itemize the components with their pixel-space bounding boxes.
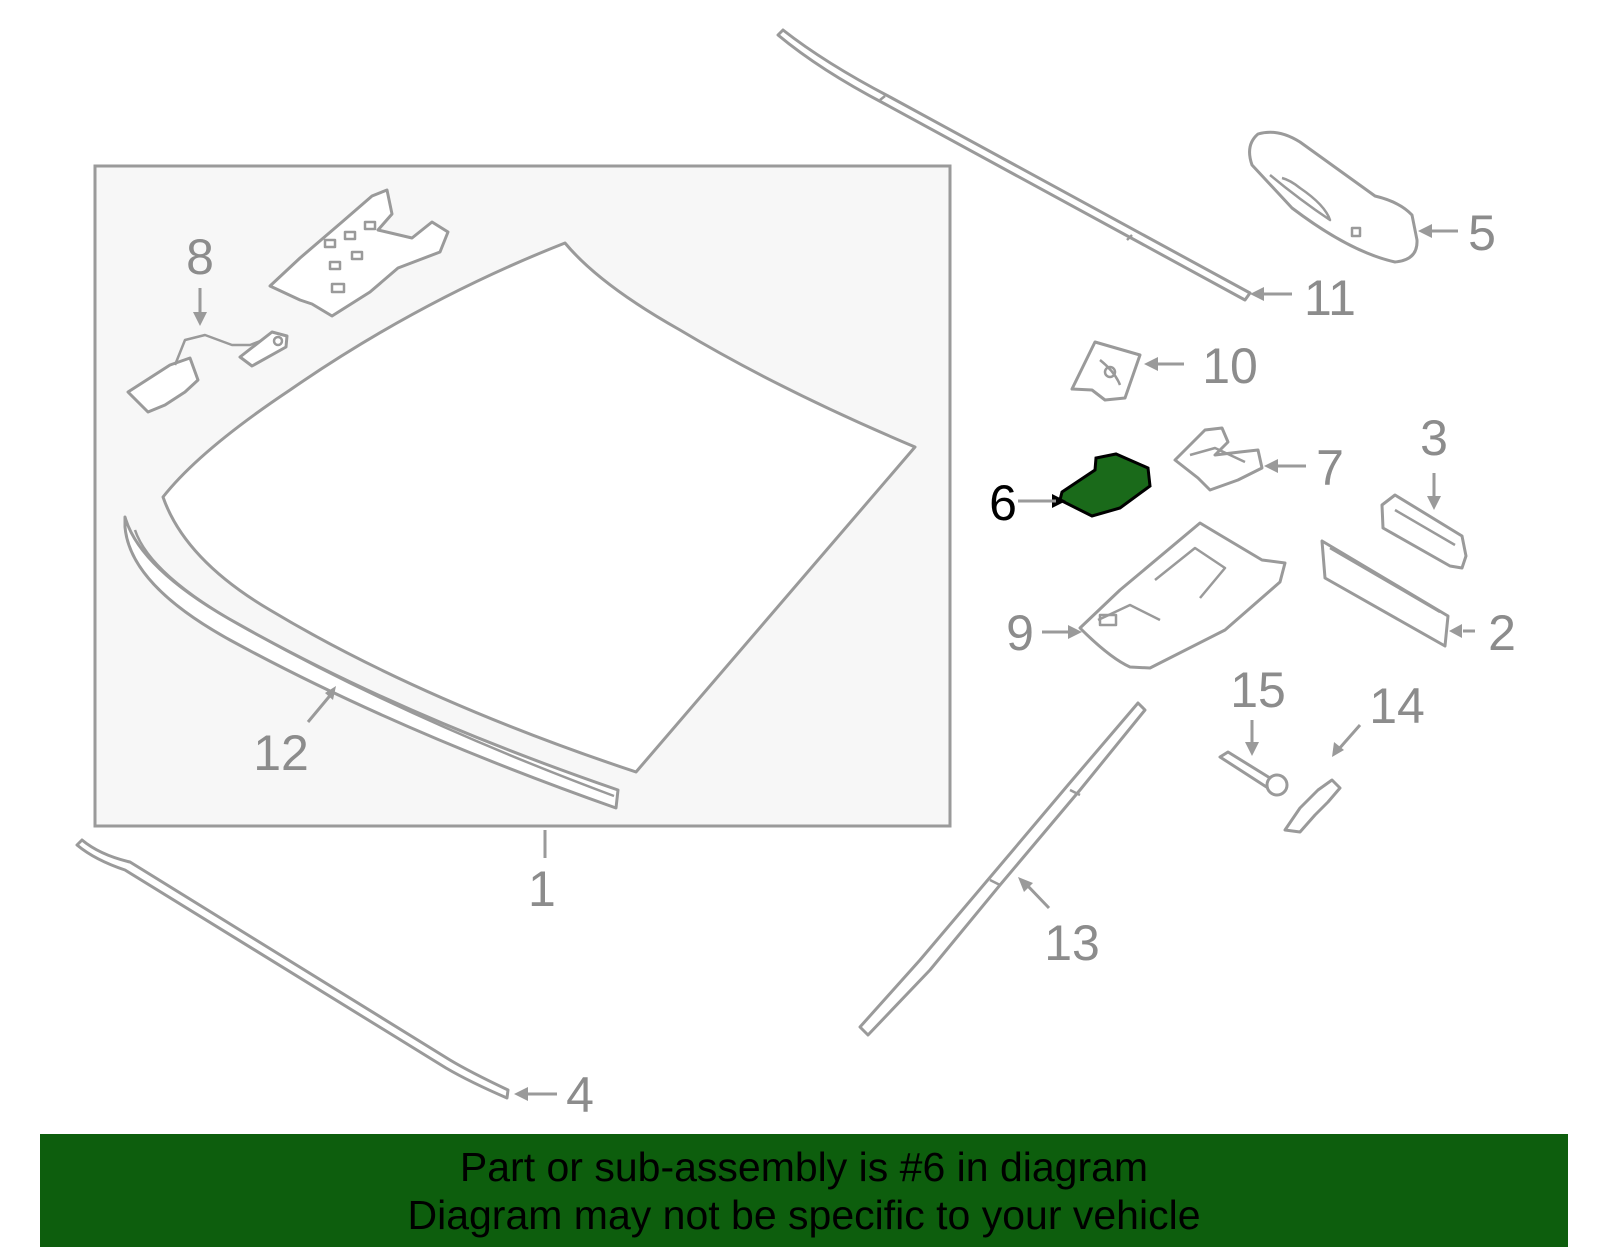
sensor-bracket-upper[interactable] (268, 188, 450, 318)
trim-strip[interactable] (1320, 539, 1450, 648)
windshield-glass[interactable] (161, 241, 917, 774)
cowl-weatherstrip[interactable] (75, 838, 510, 1100)
callout-10: 10 (1202, 338, 1258, 394)
rearview-mirror[interactable] (1248, 130, 1419, 264)
pillar-molding[interactable] (858, 701, 1147, 1037)
callout-8: 8 (186, 229, 214, 285)
retainer-clip[interactable] (1283, 778, 1342, 834)
trim-clip[interactable] (1380, 493, 1468, 570)
callout-7: 7 (1316, 440, 1344, 496)
roof-molding[interactable] (776, 28, 1252, 302)
callout-15: 15 (1230, 662, 1286, 718)
sensor-cover[interactable] (1070, 340, 1142, 402)
bolt[interactable] (1218, 750, 1289, 797)
callout-6: 6 (989, 475, 1017, 531)
callout-14: 14 (1369, 678, 1425, 734)
callout-13: 13 (1044, 915, 1100, 971)
callout-4: 4 (566, 1067, 594, 1123)
callout-12: 12 (253, 725, 309, 781)
callout-1: 1 (528, 861, 556, 917)
callout-9: 9 (1006, 605, 1034, 661)
camera-housing[interactable] (1078, 521, 1287, 670)
callout-3: 3 (1420, 410, 1448, 466)
callout-5: 5 (1468, 205, 1496, 261)
banner-line-1: Part or sub-assembly is #6 in diagram (459, 1143, 1149, 1190)
mounting-bracket[interactable] (1173, 426, 1264, 492)
callout-2: 2 (1488, 605, 1516, 661)
banner-line-2: Diagram may not be specific to your vehi… (407, 1191, 1201, 1238)
highlighted-part-6[interactable] (1058, 452, 1152, 518)
callout-11: 11 (1304, 270, 1356, 326)
info-banner: Part or sub-assembly is #6 in diagram Di… (40, 1134, 1568, 1247)
wiring-harness[interactable] (126, 330, 289, 414)
parts-diagram: 1 2 3 4 5 6 7 8 9 10 11 12 13 14 15 (75, 28, 1516, 1123)
